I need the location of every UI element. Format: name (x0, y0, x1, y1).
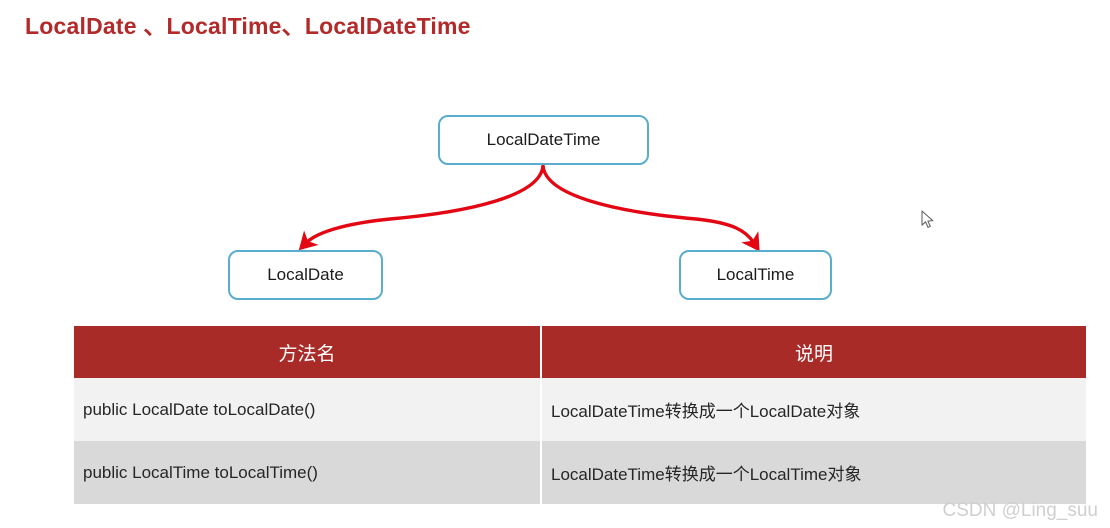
table-cell-description: LocalDateTime转换成一个LocalTime对象 (542, 441, 1086, 504)
method-table: 方法名 说明 public LocalDate toLocalDate() Lo… (74, 326, 1086, 504)
table-cell-method: public LocalDate toLocalDate() (74, 378, 542, 441)
table-cell-description: LocalDateTime转换成一个LocalDate对象 (542, 378, 1086, 441)
node-localdatetime-label: LocalDateTime (486, 130, 601, 149)
table-row: public LocalDate toLocalDate() LocalDate… (74, 378, 1086, 441)
arrow-to-localdate (298, 164, 545, 251)
class-relationship-diagram: LocalDateTime LocalDate LocalTime (228, 115, 832, 300)
arrow-to-localtime (541, 164, 760, 252)
node-localtime-label: LocalTime (716, 265, 795, 284)
node-localtime: LocalTime (679, 250, 832, 300)
table-header-description: 说明 (542, 326, 1086, 378)
table-header-method: 方法名 (74, 326, 542, 378)
node-localdatetime: LocalDateTime (438, 115, 649, 165)
mouse-pointer-icon (921, 210, 934, 228)
table-header-row: 方法名 说明 (74, 326, 1086, 378)
node-localdate-label: LocalDate (267, 265, 344, 284)
table-cell-method: public LocalTime toLocalTime() (74, 441, 542, 504)
diagram-arrows (298, 164, 760, 252)
csdn-watermark: CSDN @Ling_suu (942, 500, 1098, 521)
page-title: LocalDate 、LocalTime、LocalDateTime (25, 13, 471, 39)
table-row: public LocalTime toLocalTime() LocalDate… (74, 441, 1086, 504)
node-localdate: LocalDate (228, 250, 383, 300)
